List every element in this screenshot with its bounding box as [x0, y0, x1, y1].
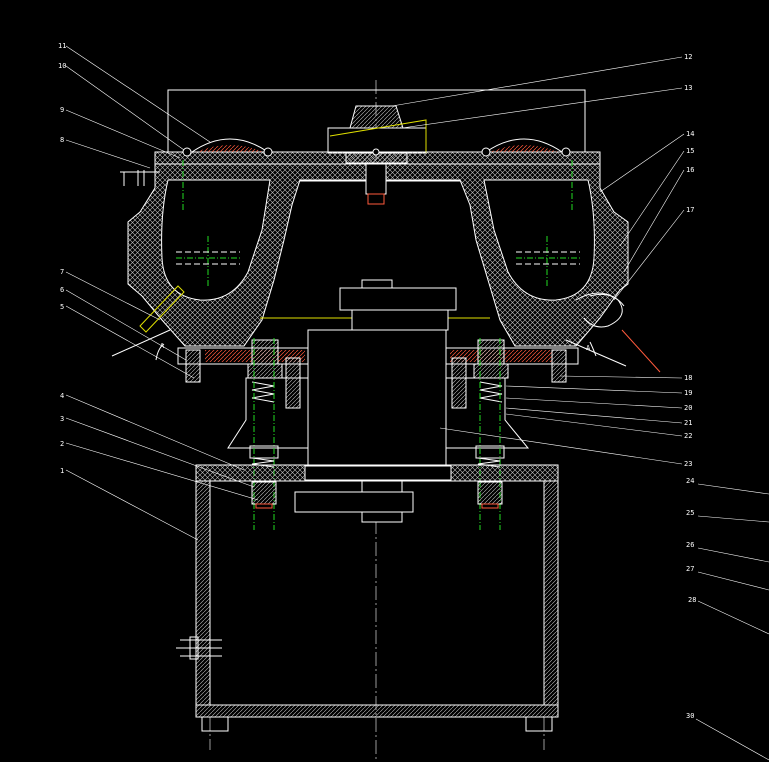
callout-26: 26 [686, 541, 694, 549]
top-outline [167, 89, 586, 152]
base-right-wall [543, 480, 559, 706]
right-dome [485, 138, 563, 153]
base-inner [209, 480, 545, 706]
base-bottom-wall [195, 704, 559, 718]
callout-28: 28 [688, 596, 696, 604]
top-yellow-line [329, 119, 427, 153]
callout-1: 1 [60, 467, 64, 475]
callout-23: 23 [684, 460, 692, 468]
base-top-gap [304, 465, 452, 481]
callout-15: 15 [686, 147, 694, 155]
callout-16: 16 [686, 166, 694, 174]
bolt-left-outer [185, 349, 201, 383]
callout-6: 6 [60, 286, 64, 294]
foot-right [525, 716, 553, 732]
callout-9: 9 [60, 106, 64, 114]
callout-5: 5 [60, 303, 64, 311]
left-outlet [139, 285, 185, 333]
callout-24: 24 [686, 477, 694, 485]
callout-3: 3 [60, 415, 64, 423]
bolt-right-outer [551, 349, 567, 383]
callout-11: 11 [58, 42, 66, 50]
section-mark-right: A [586, 344, 591, 352]
spring-right [451, 338, 509, 530]
callout-20: 20 [684, 404, 692, 412]
base-side-fitting [176, 636, 222, 660]
callout-22: 22 [684, 432, 692, 440]
spring-left [247, 338, 301, 530]
callout-30: 30 [686, 712, 694, 720]
base-left-wall [195, 480, 211, 706]
callout-18: 18 [684, 374, 692, 382]
left-dome [191, 138, 269, 153]
callout-14: 14 [686, 130, 694, 138]
callout-labels: 1 2 3 4 5 6 7 8 9 10 11 12 13 14 15 16 1… [58, 42, 696, 720]
right-discharge-red [621, 329, 661, 373]
motor-bottom-cap [361, 511, 403, 523]
right-discharge [575, 292, 623, 328]
callout-12: 12 [684, 53, 692, 61]
hollow-centerlines [176, 160, 580, 288]
callout-25: 25 [686, 509, 694, 517]
right-dome-fill [490, 145, 558, 152]
hollow-left [161, 179, 271, 301]
center-nut [365, 163, 387, 195]
plate-bolts [182, 147, 571, 157]
callout-21: 21 [684, 419, 692, 427]
callout-7: 7 [60, 268, 64, 276]
left-dome-fill [196, 145, 264, 152]
right-discharge-2 [589, 293, 625, 307]
motor-bottom-weight [294, 491, 414, 513]
callout-19: 19 [684, 389, 692, 397]
callout-27: 27 [686, 565, 694, 573]
callout-10: 10 [58, 62, 66, 70]
left-lever [120, 170, 160, 186]
leader-lines [65, 45, 769, 761]
motor-neck [351, 309, 449, 331]
section-arrows [111, 329, 627, 367]
motor-body [307, 329, 447, 473]
callout-8: 8 [60, 136, 64, 144]
callout-17: 17 [686, 206, 694, 214]
motor-top-bar [339, 287, 457, 311]
callout-13: 13 [684, 84, 692, 92]
hollow-right [483, 179, 595, 301]
motor-top-cap [361, 279, 393, 289]
callout-4: 4 [60, 392, 64, 400]
center-nut-lower [367, 193, 385, 205]
foot-left [201, 716, 229, 732]
callout-2: 2 [60, 440, 64, 448]
